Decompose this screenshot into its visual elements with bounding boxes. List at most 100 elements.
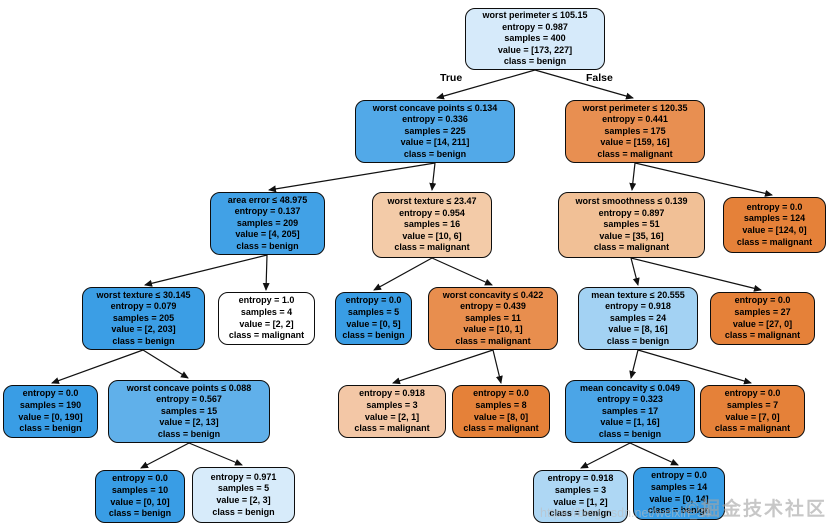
node-text-line: samples = 225 (404, 125, 466, 136)
node-text-line: samples = 5 (217, 483, 270, 494)
node-text-line: class = benign (549, 508, 612, 519)
tree-edge (629, 162, 637, 191)
node-text-line: mean texture ≤ 20.555 (591, 289, 685, 300)
node-text-line: value = [8, 16] (608, 324, 668, 335)
node-text-line: entropy = 0.0 (724, 388, 781, 399)
node-text-line: class = malignant (593, 242, 670, 253)
node-text-line: worst texture ≤ 30.145 (96, 289, 191, 300)
node-text-line: worst perimeter ≤ 120.35 (582, 102, 688, 113)
node-text-line: value = [2, 1] (364, 411, 420, 422)
tree-edge (268, 162, 436, 193)
node-text-line: value = [124, 0] (742, 225, 807, 235)
node-text-line: class = benign (342, 330, 405, 341)
node-text-line: entropy = 0.918 (605, 301, 671, 312)
node-text-line: value = [2, 2] (239, 318, 294, 329)
node-text-line: entropy = 0.0 (734, 295, 791, 306)
node-text-line: entropy = 0.441 (602, 114, 668, 125)
node-text-line: entropy = 0.137 (234, 206, 301, 217)
node-text-line: samples = 175 (604, 125, 666, 136)
edge-label-true: True (440, 72, 463, 84)
tree-edge (637, 349, 752, 385)
node-text-line: samples = 205 (112, 312, 175, 323)
node-text-line: value = [27, 0] (732, 318, 793, 329)
node-text-line: class = benign (108, 508, 172, 519)
node-text-line: value = [10, 1] (463, 324, 523, 335)
node-text-line: value = [14, 211] (400, 137, 470, 148)
node-text-line: value = [2, 3] (216, 495, 271, 505)
node-text-line: samples = 14 (650, 481, 708, 492)
node-text-line: value = [2, 13] (159, 417, 219, 428)
node-text-line: samples = 51 (603, 219, 660, 230)
node-text-line: entropy = 0.918 (359, 388, 425, 399)
tree-edge (392, 349, 494, 385)
node-text-line: class = malignant (228, 330, 305, 341)
tree-edges (51, 69, 773, 469)
node-text-line: value = [7, 0] (725, 411, 780, 422)
node-text-line: class = malignant (736, 236, 813, 247)
tree-edge (629, 349, 639, 379)
node-text-line: value = [0, 190] (18, 411, 83, 422)
node-text-line: samples = 27 (734, 306, 791, 317)
node-text-line: value = [1, 16] (600, 417, 660, 428)
node-text-line: worst concavity ≤ 0.422 (442, 289, 544, 300)
node-text-line: class = benign (157, 428, 221, 439)
node-text-line: value = [4, 205] (235, 229, 300, 240)
node-text-line: samples = 17 (601, 405, 659, 416)
tree-edge (630, 257, 640, 286)
node-text-line: entropy = 0.439 (460, 301, 526, 312)
tree-edge (262, 254, 270, 291)
node-text-line: class = malignant (714, 423, 791, 434)
node-text-line: class = malignant (394, 242, 470, 253)
node-text-line: entropy = 0.971 (210, 471, 277, 482)
node-text-line: value = [0, 14] (649, 493, 709, 504)
node-text-line: class = benign (19, 423, 82, 434)
node-text-line: class = benign (647, 505, 711, 516)
node-text-line: samples = 15 (160, 405, 218, 416)
node-text-line: value = [0, 10] (110, 496, 170, 507)
node-text-line: entropy = 0.897 (598, 207, 665, 218)
node-text-line: samples = 11 (465, 312, 521, 323)
node-text-line: value = [35, 16] (599, 230, 664, 241)
tree-edge (429, 162, 437, 191)
node-text-line: entropy = 0.987 (502, 21, 568, 32)
node-text-line: samples = 3 (554, 484, 607, 495)
node-text-line: worst concave points ≤ 0.088 (126, 382, 252, 393)
node-text-line: samples = 190 (19, 399, 82, 410)
node-text-line: samples = 16 (403, 219, 461, 230)
node-text-line: area error ≤ 48.975 (227, 194, 308, 205)
tree-edge (144, 254, 268, 287)
node-text-line: class = benign (112, 335, 175, 346)
tree-edge (142, 349, 189, 379)
node-text-line: entropy = 0.336 (402, 114, 468, 125)
node-text-line: value = [1, 2] (553, 496, 608, 507)
node-text-line: worst texture ≤ 23.47 (387, 196, 477, 207)
tree-edge (373, 257, 433, 291)
node-text-line: class = malignant (354, 423, 430, 434)
node-text-line: value = [10, 6] (402, 230, 462, 241)
node-text-line: entropy = 0.0 (746, 201, 803, 212)
node-text-line: entropy = 0.567 (156, 394, 222, 405)
tree-edge (492, 349, 503, 384)
node-text-line: mean concavity ≤ 0.049 (580, 382, 680, 393)
node-text-line: samples = 124 (743, 213, 806, 224)
node-text-line: samples = 10 (111, 484, 169, 495)
